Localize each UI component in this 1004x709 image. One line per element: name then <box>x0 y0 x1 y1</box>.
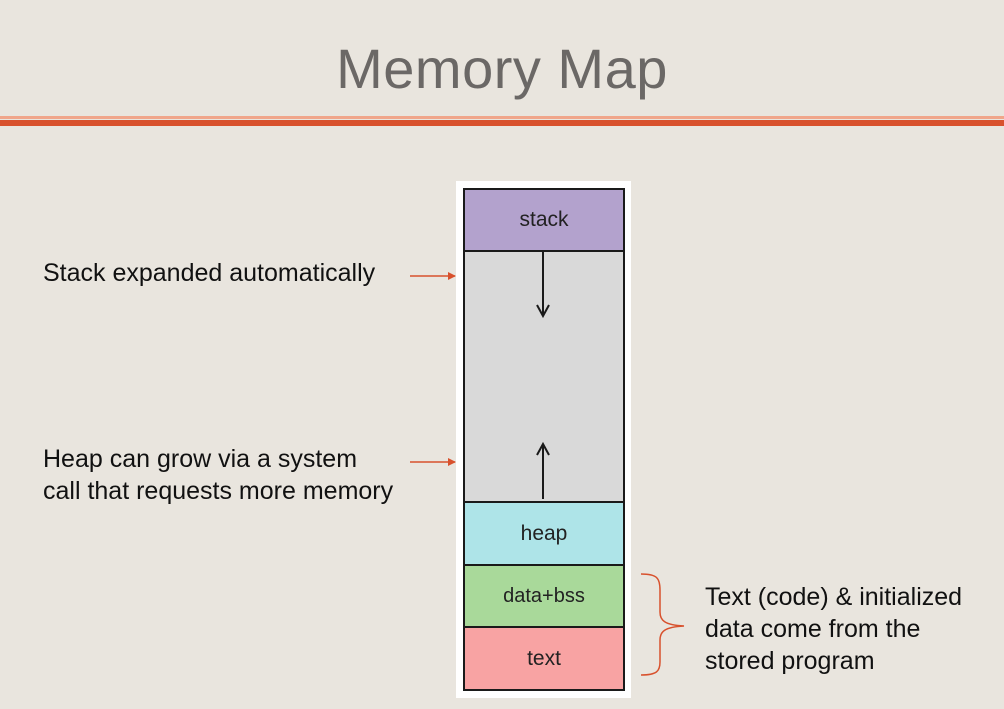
text-data-annotation-line-2: data come from the <box>705 615 921 643</box>
title-divider-thin <box>0 116 1004 119</box>
text-data-annotation-line-1: Text (code) & initialized <box>705 583 963 611</box>
stack-segment: stack <box>463 188 625 252</box>
stack-annotation-line: Stack expanded automatically <box>43 259 376 287</box>
stack-annotation: Stack expanded automatically <box>43 257 375 289</box>
heap-annotation-line-2: call that requests more memory <box>43 477 394 505</box>
data-bss-segment: data+bss <box>463 564 625 628</box>
curly-brace <box>640 573 685 676</box>
stack-down-arrow <box>536 252 550 319</box>
heap-segment: heap <box>463 501 625 566</box>
text-data-annotation-line-3: stored program <box>705 647 875 675</box>
text-segment: text <box>463 626 625 691</box>
heap-annotation: Heap can grow via a system call that req… <box>43 443 393 507</box>
title-divider-thick <box>0 120 1004 126</box>
heap-up-arrow <box>536 441 550 499</box>
heap-annotation-line-1: Heap can grow via a system <box>43 445 358 473</box>
text-data-annotation: Text (code) & initialized data come from… <box>705 581 962 677</box>
slide-title: Memory Map <box>336 37 668 100</box>
